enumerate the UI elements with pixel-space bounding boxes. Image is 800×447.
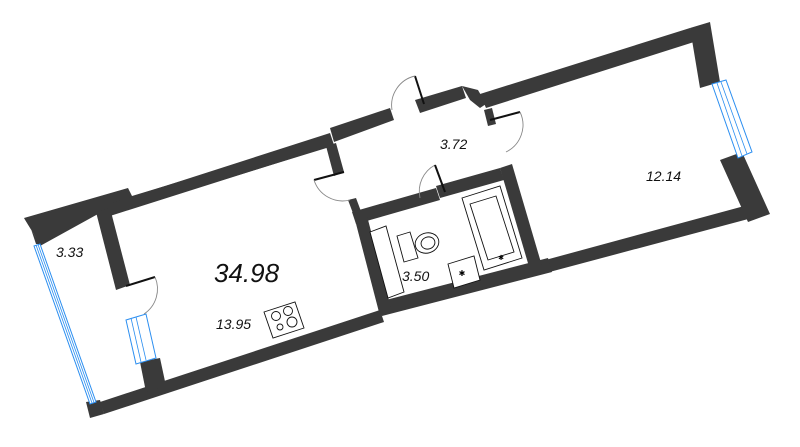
room-area-kitchen-living: 13.95 [216, 316, 252, 332]
walls [24, 22, 770, 418]
room-area-balcony: 3.33 [56, 244, 84, 260]
bathtub-icon: ✱ [461, 185, 523, 271]
fixtures: ✱ ✱ [263, 185, 523, 339]
stove-icon [263, 301, 305, 339]
room-area-bathroom: 3.50 [402, 268, 430, 284]
room-area-bedroom: 12.14 [646, 168, 682, 184]
windows [33, 79, 753, 405]
toilet-icon [396, 231, 440, 263]
sink-icon: ✱ [447, 255, 481, 289]
doors [125, 75, 524, 315]
shower-tray [369, 225, 405, 299]
bedroom-window [711, 79, 753, 159]
balcony-window [33, 243, 97, 405]
svg-text:✱: ✱ [459, 269, 466, 278]
room-area-hallway: 3.72 [440, 136, 468, 152]
total-area: 34.98 [214, 258, 280, 288]
svg-text:✱: ✱ [498, 254, 504, 262]
